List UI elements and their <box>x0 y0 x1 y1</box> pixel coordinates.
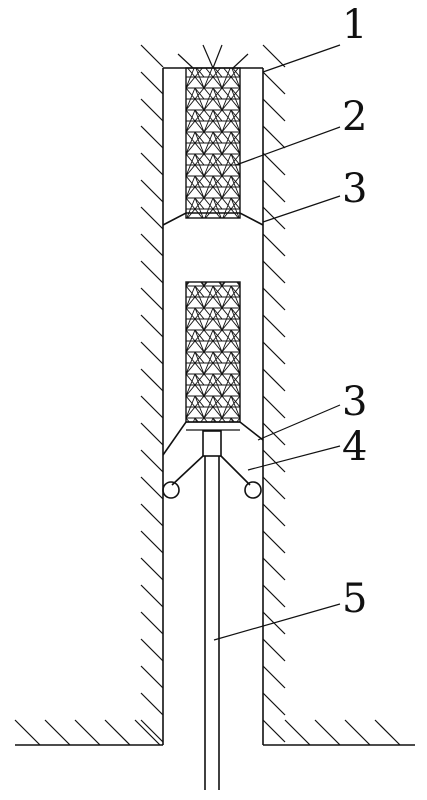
wall-hatch-mark <box>262 233 286 257</box>
wall-hatch-mark <box>262 260 286 284</box>
borehole-wall-left <box>140 44 164 745</box>
wall-hatch-mark <box>262 449 286 473</box>
wall-hatch-mark <box>262 395 286 419</box>
wall-hatch-mark <box>262 341 286 365</box>
ground-hatch-mark <box>284 719 311 746</box>
wall-hatch-mark <box>140 584 164 608</box>
ground-hatch-mark <box>14 719 41 746</box>
label-5: 5 <box>342 576 367 622</box>
wall-hatch-mark <box>140 125 164 149</box>
wall-hatch-mark <box>140 341 164 365</box>
wall-hatch-mark <box>140 476 164 500</box>
wall-hatch-mark <box>262 98 286 122</box>
wall-hatch-mark <box>140 98 164 122</box>
wall-hatch-mark <box>140 557 164 581</box>
label-1: 1 <box>342 2 367 48</box>
label-3-upper: 3 <box>342 166 367 212</box>
wall-hatch-mark <box>140 530 164 554</box>
wall-hatch-mark <box>262 557 286 581</box>
wall-hatch-mark <box>140 395 164 419</box>
wall-hatch-mark <box>262 179 286 203</box>
wall-hatch-mark <box>262 530 286 554</box>
ground-hatch-mark <box>44 719 71 746</box>
leader-1 <box>262 44 341 73</box>
wall-hatch-mark <box>140 665 164 689</box>
label-4: 4 <box>342 424 367 470</box>
wall-hatch-mark <box>262 503 286 527</box>
wall-hatch-mark <box>262 665 286 689</box>
wall-hatch-mark <box>140 287 164 311</box>
wall-hatch-mark <box>140 503 164 527</box>
upper-cone-slips <box>162 212 264 226</box>
leader-3b <box>257 404 341 441</box>
ground-hatch-mark <box>344 719 371 746</box>
wall-hatch-mark <box>140 422 164 446</box>
wall-hatch-mark <box>262 692 286 716</box>
wall-hatch-mark <box>140 44 164 68</box>
right-roller <box>244 481 262 499</box>
wall-hatch-mark <box>140 71 164 95</box>
wall-hatch-mark <box>140 638 164 662</box>
wall-hatch-mark <box>140 233 164 257</box>
wall-hatch-mark <box>140 260 164 284</box>
wall-hatch-mark <box>140 449 164 473</box>
wall-hatch-mark <box>140 692 164 716</box>
upper-packer-element <box>185 67 241 219</box>
wall-hatch-mark <box>262 152 286 176</box>
wall-hatch-mark <box>262 719 286 743</box>
wall-hatch-mark <box>262 44 286 68</box>
lower-cone-slips <box>162 421 264 456</box>
leader-5 <box>213 603 341 641</box>
wall-hatch-mark <box>262 314 286 338</box>
ground-hatch-mark <box>374 719 401 746</box>
ground-hatch-mark <box>134 719 161 746</box>
lower-packer-element <box>185 281 241 423</box>
leader-2 <box>235 126 341 166</box>
wall-hatch-mark <box>262 71 286 95</box>
borehole-wall-right <box>262 44 286 745</box>
wall-hatch-mark <box>262 125 286 149</box>
wall-hatch-mark <box>140 368 164 392</box>
wall-hatch-mark <box>262 584 286 608</box>
wall-hatch-mark <box>140 206 164 230</box>
wall-hatch-mark <box>262 638 286 662</box>
wall-hatch-mark <box>262 368 286 392</box>
anchor-arms <box>162 430 262 499</box>
ground-surface <box>14 719 415 746</box>
top-hatch-marks <box>177 44 249 69</box>
wall-hatch-mark <box>262 476 286 500</box>
wall-hatch-mark <box>262 422 286 446</box>
ground-hatch-mark <box>314 719 341 746</box>
label-2: 2 <box>342 94 367 140</box>
leader-3a <box>262 195 341 223</box>
wall-hatch-mark <box>140 314 164 338</box>
leader-lines <box>213 44 341 641</box>
label-3-lower: 3 <box>342 379 367 425</box>
leader-4 <box>247 445 341 471</box>
ground-hatch-mark <box>74 719 101 746</box>
left-roller <box>162 481 180 499</box>
tubing-string <box>204 456 220 790</box>
wall-hatch-mark <box>140 611 164 635</box>
wall-hatch-mark <box>140 719 164 743</box>
wall-hatch-mark <box>262 287 286 311</box>
wall-hatch-mark <box>140 152 164 176</box>
ground-hatch-mark <box>104 719 131 746</box>
wall-hatch-mark <box>140 179 164 203</box>
